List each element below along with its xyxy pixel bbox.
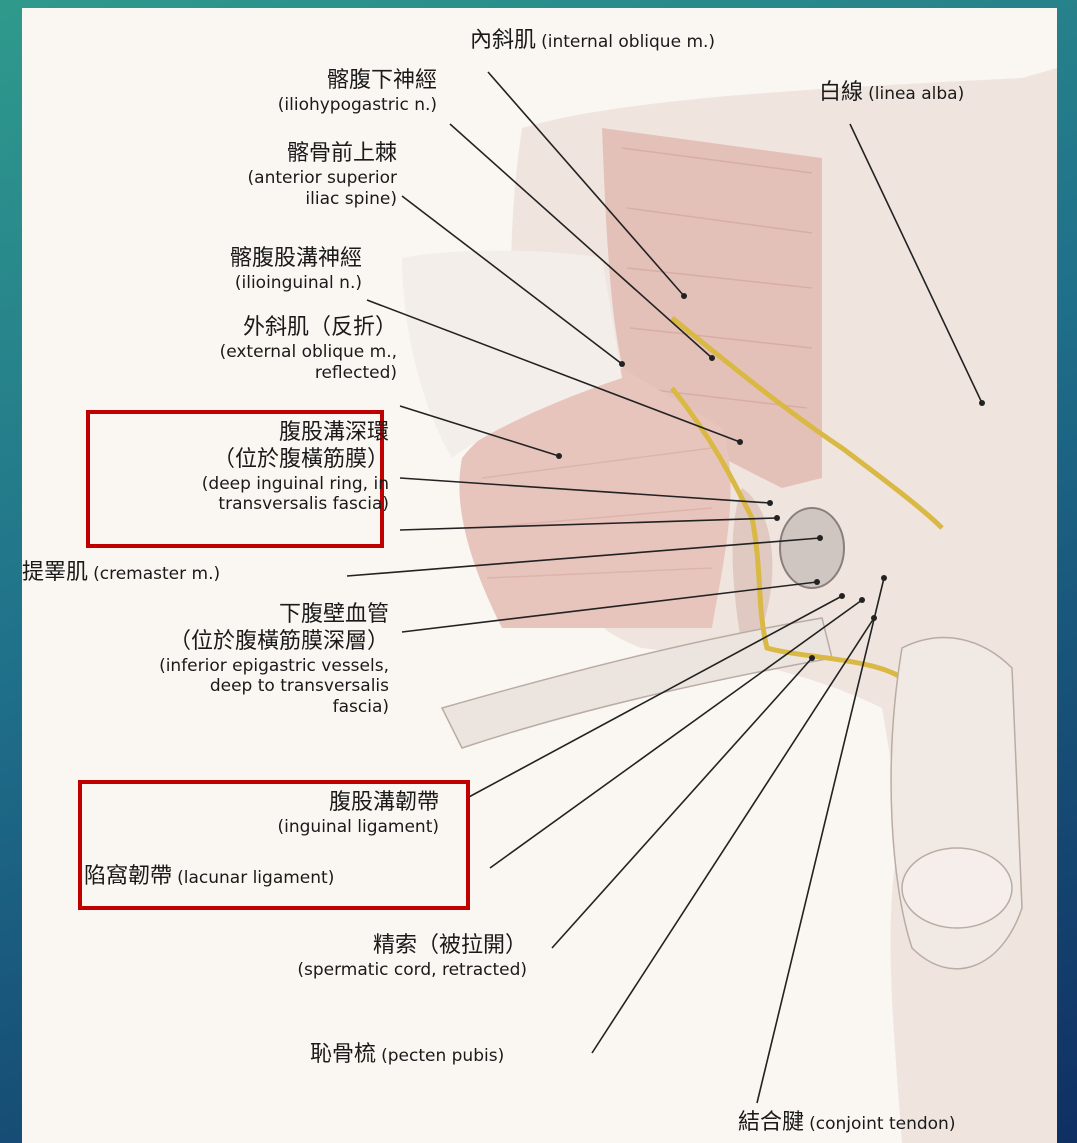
deep-ring [780, 508, 844, 588]
label-internal-oblique: 內斜肌 (internal oblique m.) [470, 28, 715, 55]
label-conjoint-tendon: 結合腱 (conjoint tendon) [738, 1110, 955, 1137]
diagram-frame: 內斜肌 (internal oblique m.) 髂腹下神經 (iliohyp… [22, 8, 1057, 1143]
label-pecten-pubis: 恥骨梳 (pecten pubis) [310, 1042, 504, 1069]
label-deep-ring: 腹股溝深環 （位於腹橫筋膜） (deep inguinal ring, in t… [202, 420, 389, 515]
label-iliohypogastric: 髂腹下神經 (iliohypogastric n.) [278, 68, 437, 116]
label-lacunar-ligament: 陷窩韌帶 (lacunar ligament) [84, 864, 334, 891]
label-linea-alba: 白線 (linea alba) [819, 80, 964, 107]
label-ilioinguinal: 髂腹股溝神經 (ilioinguinal n.) [230, 246, 362, 294]
label-inferior-epigastric: 下腹壁血管 （位於腹橫筋膜深層） (inferior epigastric ve… [159, 602, 389, 718]
label-spermatic-cord: 精索（被拉開） (spermatic cord, retracted) [297, 933, 527, 981]
label-cremaster: 提睪肌 (cremaster m.) [22, 560, 220, 587]
label-external-oblique: 外斜肌（反折） (external oblique m., reflected) [220, 315, 397, 383]
label-inguinal-ligament: 腹股溝韌帶 (inguinal ligament) [278, 790, 439, 838]
label-asis: 髂骨前上棘 (anterior superior iliac spine) [248, 141, 397, 209]
